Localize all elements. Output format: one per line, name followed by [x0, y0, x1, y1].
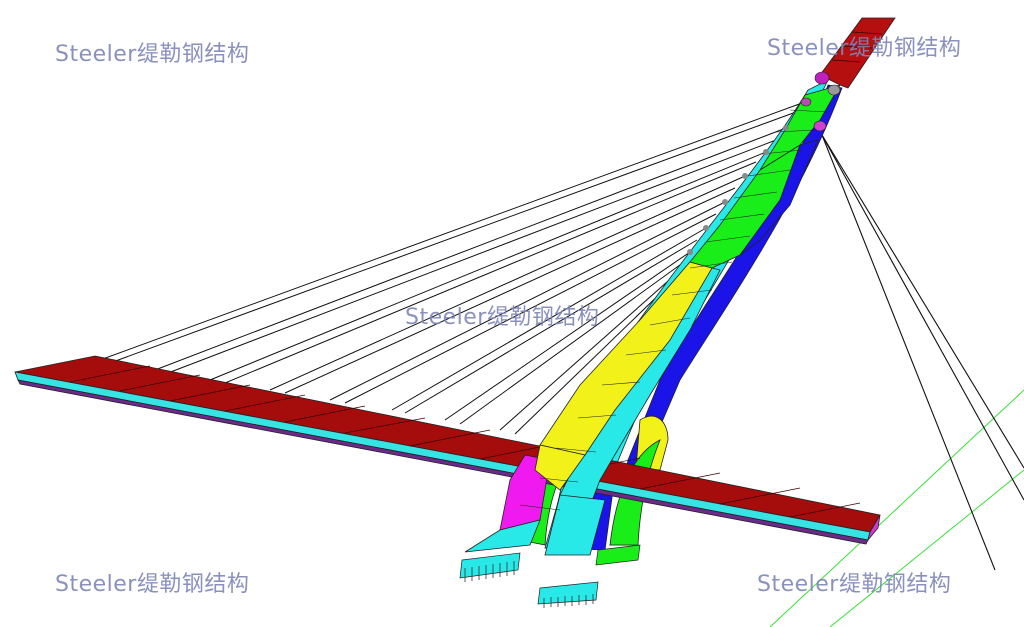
deck-end: [867, 514, 881, 541]
guide-line: [829, 469, 1024, 627]
back-cable: [821, 134, 996, 571]
stay-cable: [109, 111, 797, 364]
anchor-node: [763, 149, 769, 155]
foundation: [537, 581, 599, 605]
foundations: [459, 544, 641, 608]
front-arch-leg: [464, 17, 896, 556]
stay-cable: [329, 201, 726, 401]
deck-side: [14, 371, 871, 541]
anchor-node: [722, 199, 728, 205]
back-stay-cables: [821, 134, 1024, 571]
watermark-bottom-right: Steeler缇勒钢结构: [757, 572, 952, 597]
stay-cable: [404, 239, 698, 414]
stay-cable: [444, 251, 691, 421]
stay-cable: [269, 175, 746, 391]
stay-cable: [344, 213, 717, 404]
stay-cable: [99, 102, 803, 361]
watermark-center: Steeler缇勒钢结构: [405, 305, 600, 330]
pile-lines: [464, 561, 594, 608]
back-cable: [821, 134, 1024, 469]
cable-anchors: [687, 71, 841, 255]
guide-lines: [769, 389, 1024, 627]
foundation: [459, 552, 521, 579]
stay-cable: [499, 273, 677, 431]
anchor-node: [814, 71, 830, 85]
anchor-node: [703, 225, 709, 231]
anchor-node: [827, 84, 841, 96]
anchor-node: [813, 120, 827, 132]
stay-cable: [167, 139, 777, 374]
watermark-top-left: Steeler缇勒钢结构: [55, 42, 250, 67]
deck-underside: [17, 379, 869, 545]
anchor-node: [800, 97, 812, 107]
stay-cable: [209, 151, 767, 381]
stay-cable: [514, 283, 671, 435]
stay-cable: [391, 227, 707, 411]
stay-cable: [459, 261, 685, 425]
arch-face: [739, 139, 819, 256]
watermark-top-right: Steeler缇勒钢结构: [767, 36, 962, 61]
guide-line: [769, 389, 1024, 627]
watermark-bottom-left: Steeler缇勒钢结构: [55, 572, 250, 597]
tower-tip: [819, 17, 896, 89]
back-cable: [821, 134, 1024, 501]
stay-cable: [224, 161, 757, 384]
foundation: [595, 544, 641, 566]
stay-cable: [154, 127, 787, 371]
deck-top: [14, 355, 881, 533]
front-stay-cables: [99, 102, 803, 435]
anchor-node: [783, 125, 789, 131]
arch-face: [464, 519, 541, 553]
deck-girder: [14, 355, 881, 545]
anchor-node: [687, 249, 693, 255]
arch-panel-lines: [519, 109, 829, 511]
stay-cable: [284, 187, 736, 394]
anchor-node: [742, 173, 748, 179]
